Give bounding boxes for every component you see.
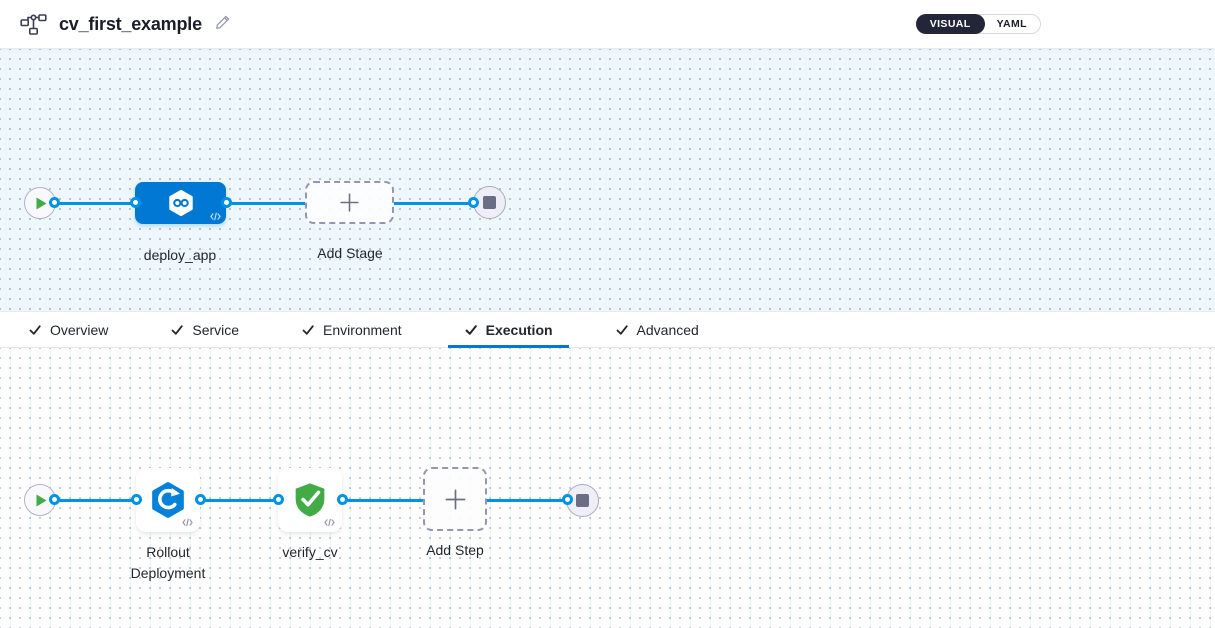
check-icon xyxy=(615,323,629,337)
edge-add-to-end xyxy=(487,499,567,502)
port-stage-in xyxy=(130,197,141,208)
add-step-button[interactable] xyxy=(423,467,487,531)
view-mode-toggle: VISUAL YAML xyxy=(915,14,1041,34)
tab-environment[interactable]: Environment xyxy=(285,312,418,347)
edge-verify-to-add xyxy=(342,499,423,502)
edge-stage-to-add xyxy=(226,202,305,205)
stage-config-tabs: Overview Service Environment Execution A… xyxy=(0,311,1215,348)
pencil-icon xyxy=(214,14,231,34)
code-icon xyxy=(210,212,221,221)
tab-label: Execution xyxy=(485,321,553,338)
edge-start-to-stage xyxy=(54,202,135,205)
code-icon xyxy=(324,518,335,527)
port-rollout-in xyxy=(131,494,142,505)
port-end-in xyxy=(468,197,479,208)
step-node-rollout-deployment[interactable] xyxy=(136,468,200,532)
check-icon xyxy=(301,323,315,337)
code-icon xyxy=(182,518,193,527)
stage-pipeline-canvas: deploy_app Add Stage xyxy=(0,49,1215,311)
stage-node-deploy-app[interactable] xyxy=(135,182,226,224)
step-node-verify-cv[interactable] xyxy=(278,468,342,532)
tab-service[interactable]: Service xyxy=(154,312,255,347)
edge-start-to-rollout xyxy=(54,499,136,502)
port-start-out xyxy=(49,197,60,208)
tab-label: Advanced xyxy=(636,321,699,338)
port-verify-out xyxy=(337,494,348,505)
check-icon xyxy=(170,323,184,337)
page-title: cv_first_example xyxy=(59,13,202,34)
yaml-toggle-button[interactable]: YAML xyxy=(996,18,1027,30)
edit-pipeline-name-button[interactable] xyxy=(214,14,231,34)
rollout-deployment-icon xyxy=(149,481,187,519)
tab-label: Overview xyxy=(50,321,109,338)
tab-advanced[interactable]: Advanced xyxy=(599,312,715,347)
add-stage-button[interactable] xyxy=(305,181,394,224)
play-icon xyxy=(36,197,47,210)
port-end-in xyxy=(562,494,573,505)
play-icon xyxy=(36,494,47,507)
visual-toggle-button[interactable]: VISUAL xyxy=(915,14,985,34)
add-step-label: Add Step xyxy=(426,542,484,558)
tab-label: Environment xyxy=(323,321,402,338)
check-icon xyxy=(28,323,42,337)
header: cv_first_example VISUAL YAML xyxy=(0,0,1215,49)
step-label-rollout: Rollout Deployment xyxy=(130,544,206,581)
add-stage-label: Add Stage xyxy=(317,245,383,261)
pipeline-graph-icon xyxy=(20,13,47,36)
port-stage-out xyxy=(221,197,232,208)
edge-add-to-end xyxy=(394,202,473,205)
plus-icon xyxy=(443,487,468,512)
port-verify-in xyxy=(273,494,284,505)
tab-overview[interactable]: Overview xyxy=(12,312,124,347)
tab-execution[interactable]: Execution xyxy=(447,312,569,348)
stop-icon xyxy=(576,494,589,507)
tab-label: Service xyxy=(192,321,240,338)
port-start-out xyxy=(49,494,60,505)
stage-label: deploy_app xyxy=(143,247,217,263)
check-icon xyxy=(464,323,478,337)
port-rollout-out xyxy=(195,494,206,505)
cd-hexagon-infinity-icon xyxy=(166,188,196,218)
stop-icon xyxy=(483,196,496,209)
execution-steps-canvas: Rollout Deployment verify_cv Add Step xyxy=(0,348,1215,628)
verify-shield-check-icon xyxy=(292,482,328,518)
edge-rollout-to-verify xyxy=(200,499,278,502)
step-label-verify-cv: verify_cv xyxy=(282,544,338,560)
plus-icon xyxy=(338,191,361,214)
